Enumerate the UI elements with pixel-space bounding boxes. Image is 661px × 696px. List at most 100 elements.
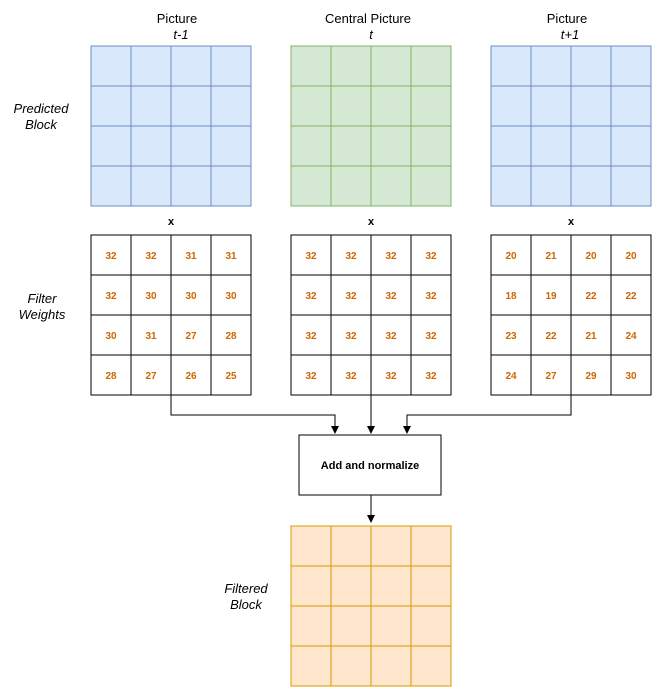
filtered-block-cell	[410, 645, 452, 687]
weight-value: 32	[145, 251, 157, 262]
predicted-block-t-minus-1-cell	[130, 85, 172, 127]
weight-grid-t-minus-1-cell	[210, 354, 252, 396]
weight-grid-t-cell	[370, 274, 412, 316]
predicted-blocks	[90, 45, 652, 207]
column-title-t-plus-1: Picture	[547, 11, 587, 26]
weight-value: 28	[225, 331, 237, 342]
weight-value: 21	[545, 251, 557, 262]
predicted-block-t-plus-1-cell	[610, 45, 652, 87]
weight-value: 20	[505, 251, 517, 262]
weight-value: 31	[185, 251, 197, 262]
predicted-block-t-minus-1-cell	[130, 125, 172, 167]
weight-value: 27	[185, 331, 197, 342]
predicted-block-t-cell	[370, 85, 412, 127]
predicted-block-t-minus-1-cell	[210, 125, 252, 167]
predicted-block-t-cell	[370, 125, 412, 167]
row-label-weights: Weights	[19, 307, 66, 322]
weight-value: 27	[545, 371, 557, 382]
weight-grid-t-plus-1-cell	[610, 314, 652, 356]
predicted-block-t-cell	[410, 45, 452, 87]
predicted-block-t-minus-1-cell	[170, 85, 212, 127]
weight-grid-t-minus-1-cell	[210, 274, 252, 316]
weight-value: 32	[305, 331, 317, 342]
weight-value: 32	[385, 251, 397, 262]
predicted-block-t-minus-1-cell	[210, 165, 252, 207]
predicted-block-t-plus-1-cell	[530, 85, 572, 127]
multiply-symbol-t-plus-1: x	[568, 216, 575, 228]
weight-grid-t-plus-1-cell	[610, 354, 652, 396]
predicted-block-t-cell	[330, 45, 372, 87]
filtered-block-cell	[330, 605, 372, 647]
weight-grid-t-minus-1-cell	[130, 314, 172, 356]
weight-value: 32	[345, 251, 357, 262]
weight-value: 32	[385, 291, 397, 302]
weight-grid-t-minus-1-cell	[210, 314, 252, 356]
weight-value: 32	[425, 251, 437, 262]
connector-t-minus-1	[170, 395, 339, 434]
column-title-t: Central Picture	[325, 11, 411, 26]
weight-value: 32	[305, 371, 317, 382]
weight-value: 30	[185, 291, 197, 302]
predicted-block-t-minus-1-cell	[130, 165, 172, 207]
predicted-block-t-cell	[290, 125, 332, 167]
weight-grid-t-minus-1-cell	[90, 354, 132, 396]
row-label-predicted: Predicted	[14, 101, 70, 116]
predicted-block-t-minus-1-cell	[170, 165, 212, 207]
predicted-block-t-plus-1-cell	[570, 45, 612, 87]
predicted-block-t-plus-1-cell	[490, 45, 532, 87]
predicted-block-t-plus-1-cell	[570, 85, 612, 127]
filtered-block	[290, 525, 452, 687]
weight-grid-t-minus-1-cell	[130, 354, 172, 396]
row-label-predicted-block: Block	[25, 117, 58, 132]
weight-value: 19	[545, 291, 557, 302]
weight-value: 30	[225, 291, 237, 302]
row-label-filtered: Filtered	[224, 581, 268, 596]
weight-grid-t-minus-1-cell	[90, 234, 132, 276]
weight-value: 32	[345, 291, 357, 302]
add-normalize-label: Add and normalize	[321, 460, 419, 472]
predicted-block-t-minus-1-cell	[170, 45, 212, 87]
predicted-block-t-minus-1-cell	[130, 45, 172, 87]
weight-grid-t-cell	[290, 234, 332, 276]
column-subtitle-t-plus-1: t+1	[561, 27, 579, 42]
predicted-block-t-plus-1-cell	[530, 125, 572, 167]
weight-value: 23	[505, 331, 517, 342]
connector-t-plus-1	[403, 395, 572, 434]
predicted-block-t-plus-1-cell	[530, 165, 572, 207]
filtered-block-cell	[330, 525, 372, 567]
predicted-block-t-cell	[410, 125, 452, 167]
weight-value: 22	[545, 331, 557, 342]
weight-grid-t-minus-1-cell	[130, 274, 172, 316]
predicted-block-t-cell	[330, 165, 372, 207]
weight-value: 32	[105, 251, 117, 262]
weight-value: 32	[345, 331, 357, 342]
connectors	[170, 395, 572, 523]
weight-grid-t-cell	[370, 314, 412, 356]
predicted-block-t-minus-1-cell	[90, 165, 132, 207]
weight-value: 26	[185, 371, 197, 382]
weight-grid-t-plus-1-cell	[570, 354, 612, 396]
weight-value: 32	[425, 331, 437, 342]
filtered-block-cell	[290, 565, 332, 607]
filtered-block-cell	[370, 605, 412, 647]
row-label-filter: Filter	[28, 291, 58, 306]
weight-grid-t-cell	[410, 274, 452, 316]
weight-value: 21	[585, 331, 597, 342]
weight-grid-t-cell	[410, 354, 452, 396]
filtered-block-cell	[410, 525, 452, 567]
weight-value: 32	[105, 291, 117, 302]
weight-value: 24	[505, 371, 517, 382]
weight-grid-t-cell	[370, 354, 412, 396]
column-subtitle-t-minus-1: t-1	[173, 27, 188, 42]
predicted-block-t-minus-1-cell	[170, 125, 212, 167]
weight-grid-t-plus-1-cell	[490, 354, 532, 396]
predicted-block-t-cell	[290, 85, 332, 127]
weight-value: 31	[145, 331, 157, 342]
predicted-block-t-cell	[370, 165, 412, 207]
weight-value: 30	[145, 291, 157, 302]
weight-value: 25	[225, 371, 237, 382]
weight-value: 32	[305, 291, 317, 302]
predicted-block-t-plus-1-cell	[570, 165, 612, 207]
filtered-block-cell	[290, 605, 332, 647]
